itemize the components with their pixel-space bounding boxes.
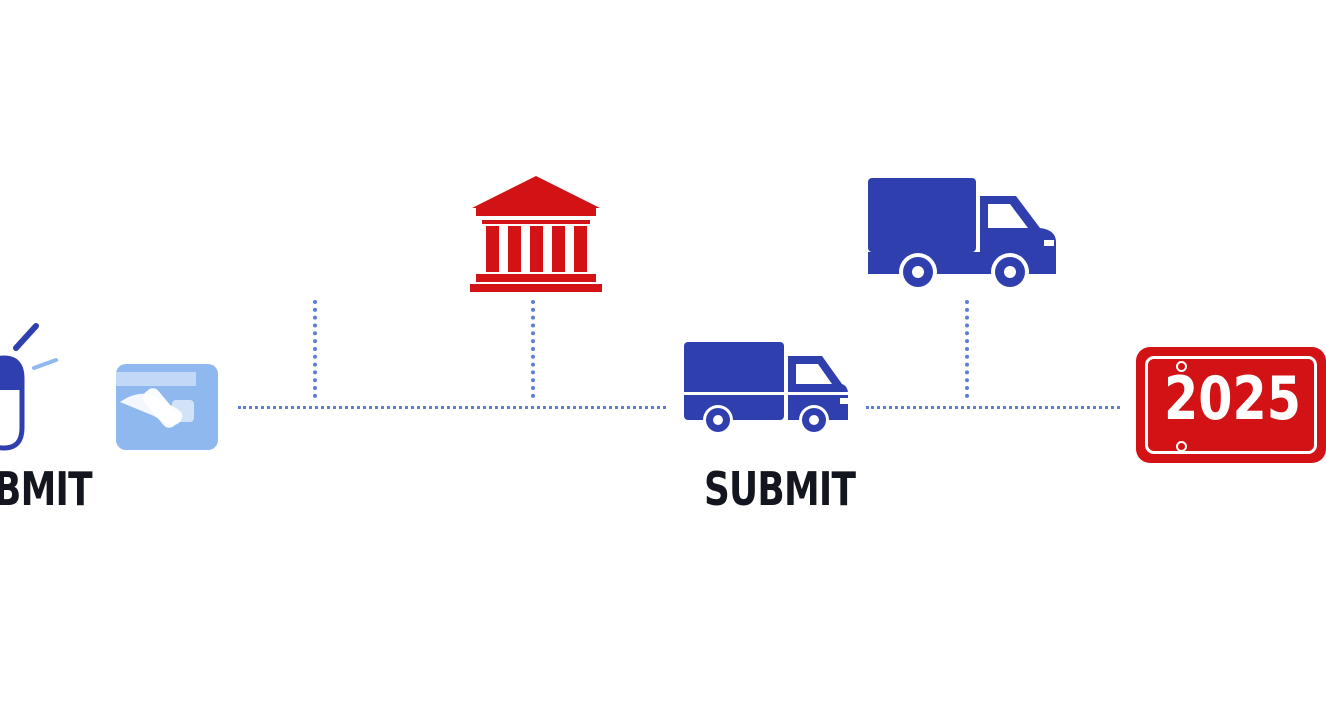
timeline-connector	[866, 406, 1120, 409]
step-label-center: SUBMIT	[704, 462, 856, 516]
hand-card-icon	[116, 364, 218, 450]
timeline-connector	[238, 406, 666, 409]
plate-bolt	[1176, 441, 1187, 452]
plate-year-text: 2025	[1164, 364, 1301, 434]
step-label-left: BMIT	[0, 462, 93, 516]
delivery-truck-icon	[868, 178, 1056, 291]
plate-border	[1145, 356, 1317, 454]
bank-building-icon	[470, 176, 602, 292]
branch-connector	[965, 300, 969, 398]
timeline-diagram: 2025 BMIT SUBMIT	[0, 176, 1326, 516]
license-plate-icon: 2025	[1136, 347, 1326, 463]
branch-connector	[531, 300, 535, 398]
delivery-truck-icon	[684, 342, 848, 435]
branch-connector	[313, 300, 317, 398]
plate-bolt	[1176, 361, 1187, 372]
mouse-click-icon	[0, 323, 58, 451]
